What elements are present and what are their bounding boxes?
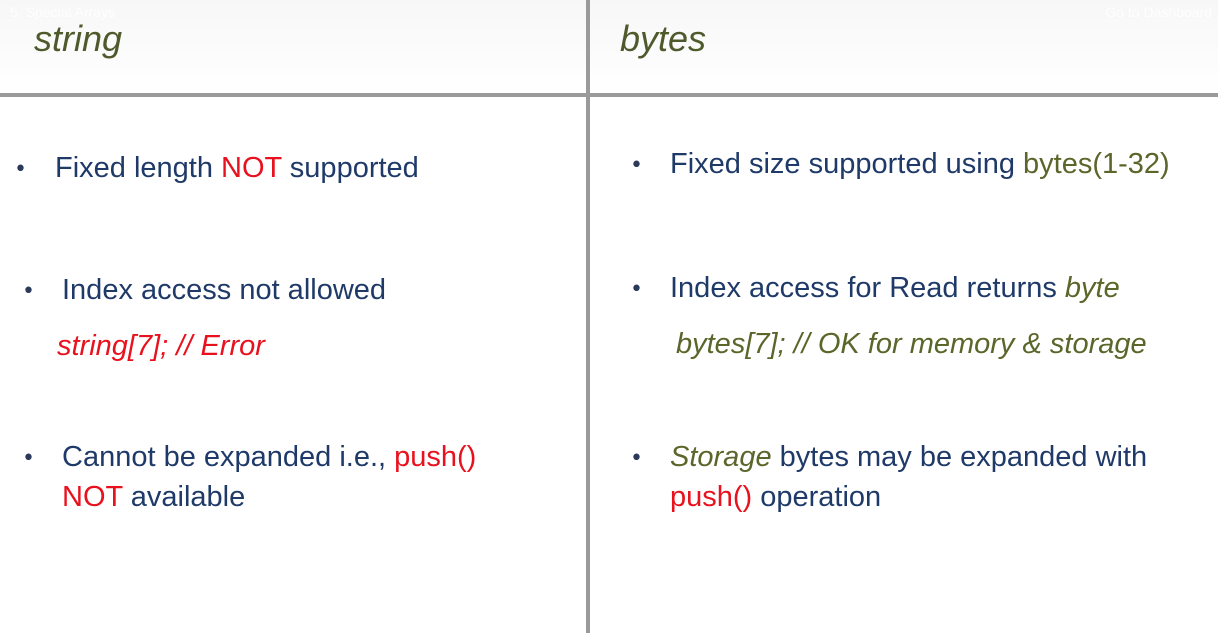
dashboard-link[interactable]: Go to Dashboard bbox=[1105, 4, 1212, 20]
column-divider bbox=[586, 0, 590, 633]
bullet-icon: • bbox=[14, 157, 27, 182]
bullet-icon: • bbox=[22, 279, 35, 304]
lecture-title-overlay: 5. Special Arrays bbox=[10, 4, 116, 20]
right-item-expand-line1: Storage bytes may be expanded with bbox=[670, 441, 1148, 473]
right-item-fixed-size: Fixed size supported using bytes(1-32) bbox=[670, 148, 1170, 180]
header-band bbox=[0, 0, 1218, 95]
bullet-icon: • bbox=[22, 446, 35, 471]
left-item-expand-line2: NOT available bbox=[62, 481, 246, 513]
right-item-expand-line2: push() operation bbox=[670, 481, 882, 513]
header-divider bbox=[0, 93, 1218, 97]
bullet-icon: • bbox=[630, 446, 643, 471]
column-title-bytes: bytes bbox=[620, 18, 707, 59]
right-item-index-access: Index access for Read returns byte bbox=[670, 272, 1120, 304]
left-item-index-access: Index access not allowed bbox=[62, 274, 387, 306]
column-title-string: string bbox=[34, 18, 123, 59]
bullet-icon: • bbox=[630, 277, 643, 302]
right-code-example: bytes[7]; // OK for memory & storage bbox=[676, 328, 1147, 360]
left-code-example: string[7]; // Error bbox=[57, 330, 265, 362]
left-item-expand-line1: Cannot be expanded i.e., push() bbox=[62, 441, 477, 473]
bullet-icon: • bbox=[630, 153, 643, 178]
left-item-fixed-length: Fixed length NOT supported bbox=[55, 152, 419, 184]
